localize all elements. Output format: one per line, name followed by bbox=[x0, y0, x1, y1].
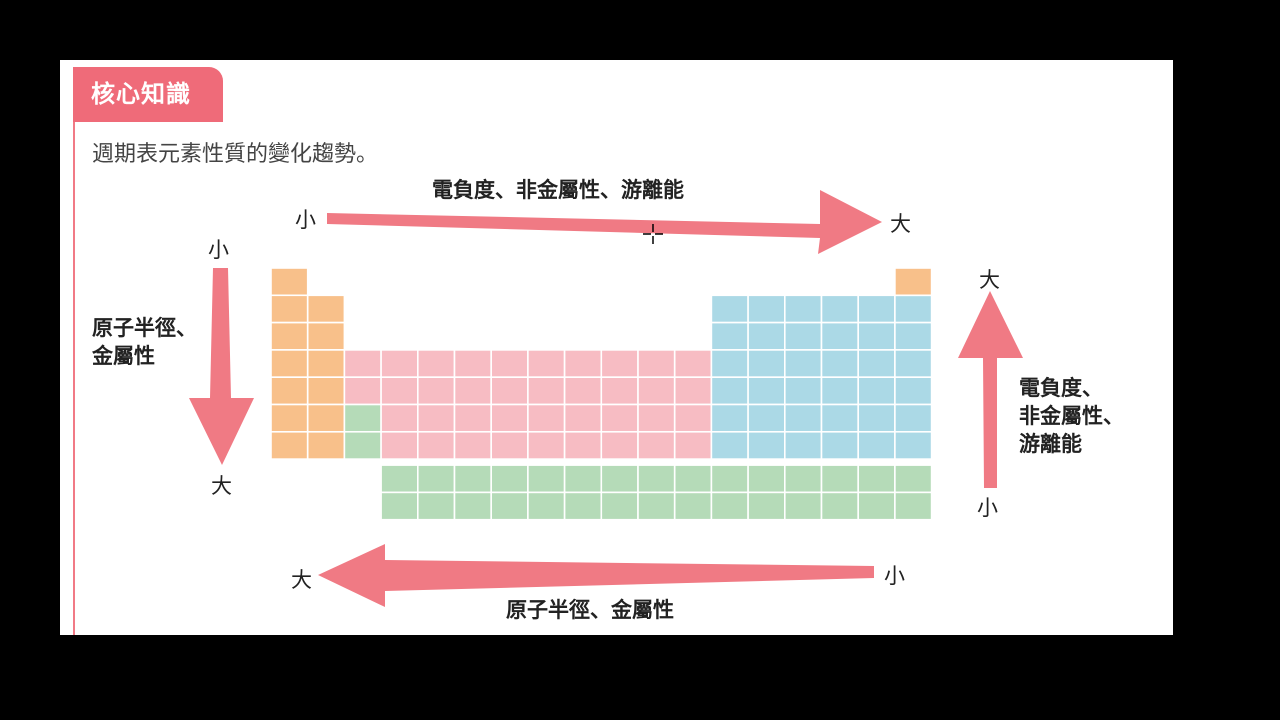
top-arrow-label: 電負度、非金屬性、游離能 bbox=[432, 178, 684, 202]
top-arrow-end: 大 bbox=[890, 212, 911, 236]
section-title-tab: 核心知識 bbox=[73, 67, 223, 122]
left-arrow-start: 小 bbox=[208, 238, 229, 262]
left-arrow-end: 大 bbox=[211, 474, 232, 498]
right-arrow-label-line2: 非金屬性、 bbox=[1019, 404, 1124, 428]
top-arrow-start: 小 bbox=[295, 208, 316, 232]
right-arrow-end: 大 bbox=[979, 268, 1000, 292]
right-arrow-start: 小 bbox=[977, 496, 998, 520]
bottom-arrow-end: 大 bbox=[291, 568, 312, 592]
crosshair-cursor-icon bbox=[643, 224, 663, 244]
right-arrow-label-line3: 游離能 bbox=[1019, 432, 1082, 456]
right-arrow-label-line1: 電負度、 bbox=[1019, 376, 1103, 400]
left-arrow-label-line2: 金屬性 bbox=[92, 344, 155, 368]
left-arrow-label-line1: 原子半徑、 bbox=[92, 316, 197, 340]
bottom-arrow-start: 小 bbox=[884, 564, 905, 588]
bottom-arrow-label: 原子半徑、金屬性 bbox=[506, 598, 674, 622]
subtitle: 週期表元素性質的變化趨勢。 bbox=[92, 142, 379, 167]
left-accent-rule bbox=[73, 120, 75, 635]
